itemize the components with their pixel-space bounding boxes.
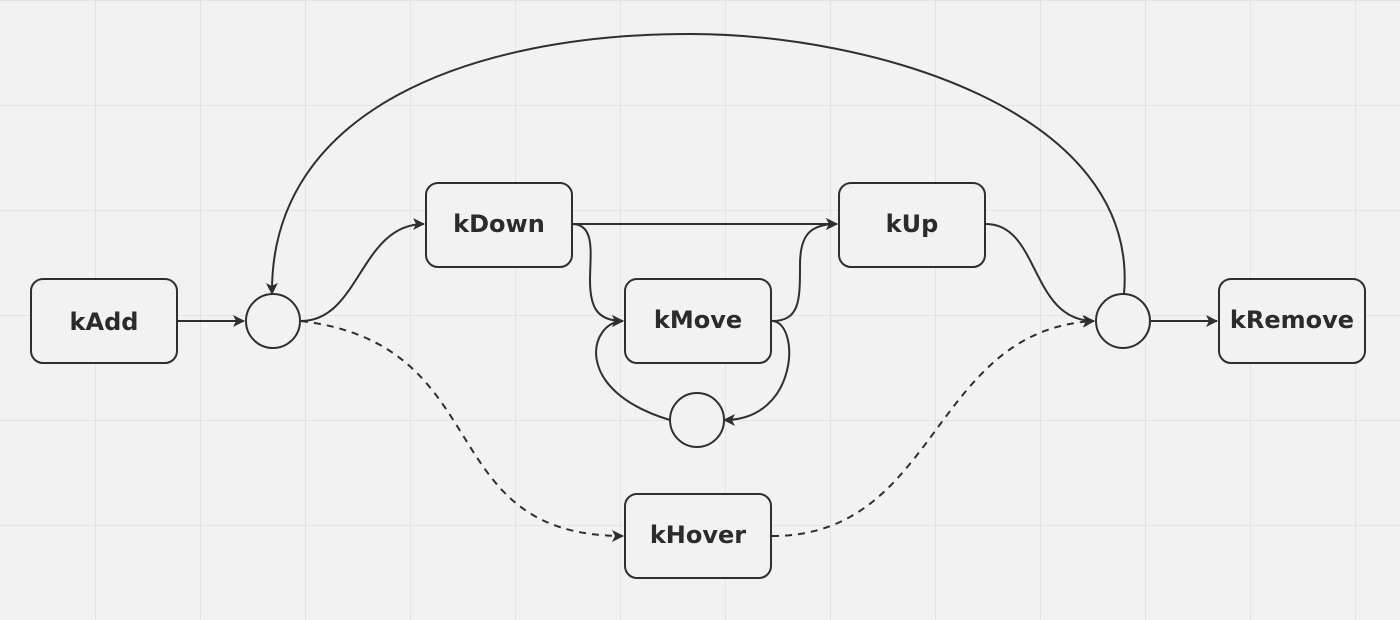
node-kdown-label: kDown — [453, 210, 545, 238]
node-khover-label: kHover — [650, 521, 746, 549]
edge-kdown-to-kmove — [571, 223, 624, 327]
node-kup-label: kUp — [886, 210, 939, 238]
edge-junction3-to-kmove — [595, 315, 671, 421]
edge-kmove-to-junction3 — [723, 320, 791, 426]
node-kup: kUp — [838, 182, 986, 268]
node-kmove-label: kMove — [654, 306, 742, 334]
node-khover: kHover — [624, 493, 772, 579]
junction-end — [1095, 293, 1151, 349]
node-kdown: kDown — [425, 182, 573, 268]
node-kadd: kAdd — [30, 278, 178, 364]
edge-kmove-to-kup — [771, 218, 838, 322]
node-kmove: kMove — [624, 278, 772, 364]
edge-junction2-to-junction1-loop — [265, 32, 1126, 295]
edge-kup-to-junction2 — [985, 223, 1095, 327]
node-kadd-label: kAdd — [70, 308, 139, 336]
edge-khover-to-junction2 — [771, 315, 1095, 537]
edge-junction1-to-khover — [300, 320, 624, 542]
node-kremove: kRemove — [1218, 278, 1366, 364]
junction-move-loop — [669, 392, 725, 448]
node-kremove-label: kRemove — [1230, 306, 1354, 334]
junction-start — [245, 293, 301, 349]
edge-junction1-to-kdown — [300, 218, 425, 322]
